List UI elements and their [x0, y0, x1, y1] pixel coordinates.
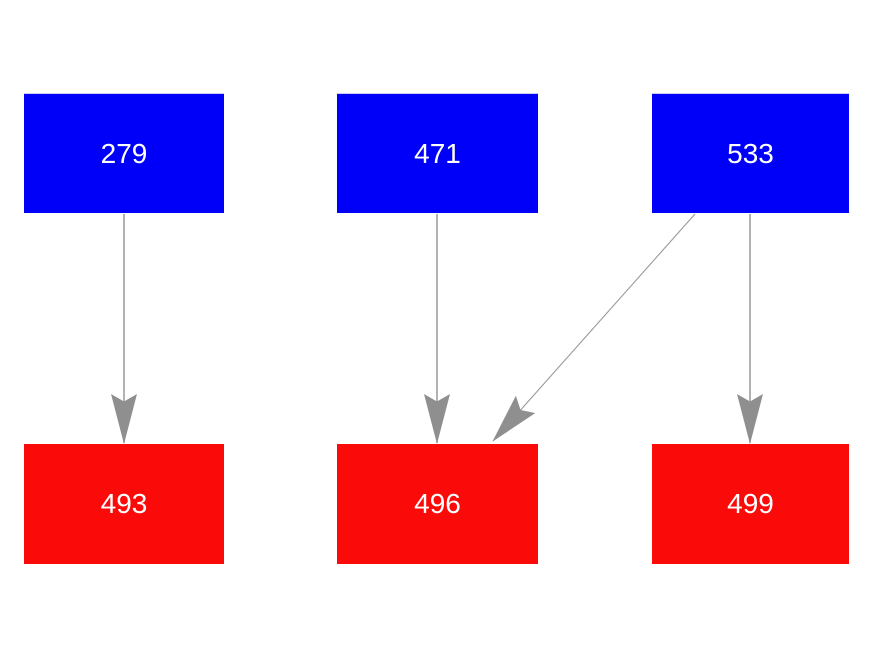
node-496: 496: [337, 444, 538, 564]
node-471: 471: [337, 93, 538, 213]
node-279: 279: [24, 93, 224, 213]
node-label: 499: [727, 488, 774, 519]
node-499: 499: [652, 444, 849, 564]
node-493: 493: [24, 444, 224, 564]
node-label: 533: [727, 137, 774, 169]
node-label: 496: [414, 488, 461, 519]
node-label: 493: [100, 488, 148, 519]
edge-533-to-496: [492, 213, 696, 442]
node-label: 471: [414, 137, 461, 169]
node-533: 533: [652, 93, 849, 213]
node-label: 279: [100, 137, 148, 169]
